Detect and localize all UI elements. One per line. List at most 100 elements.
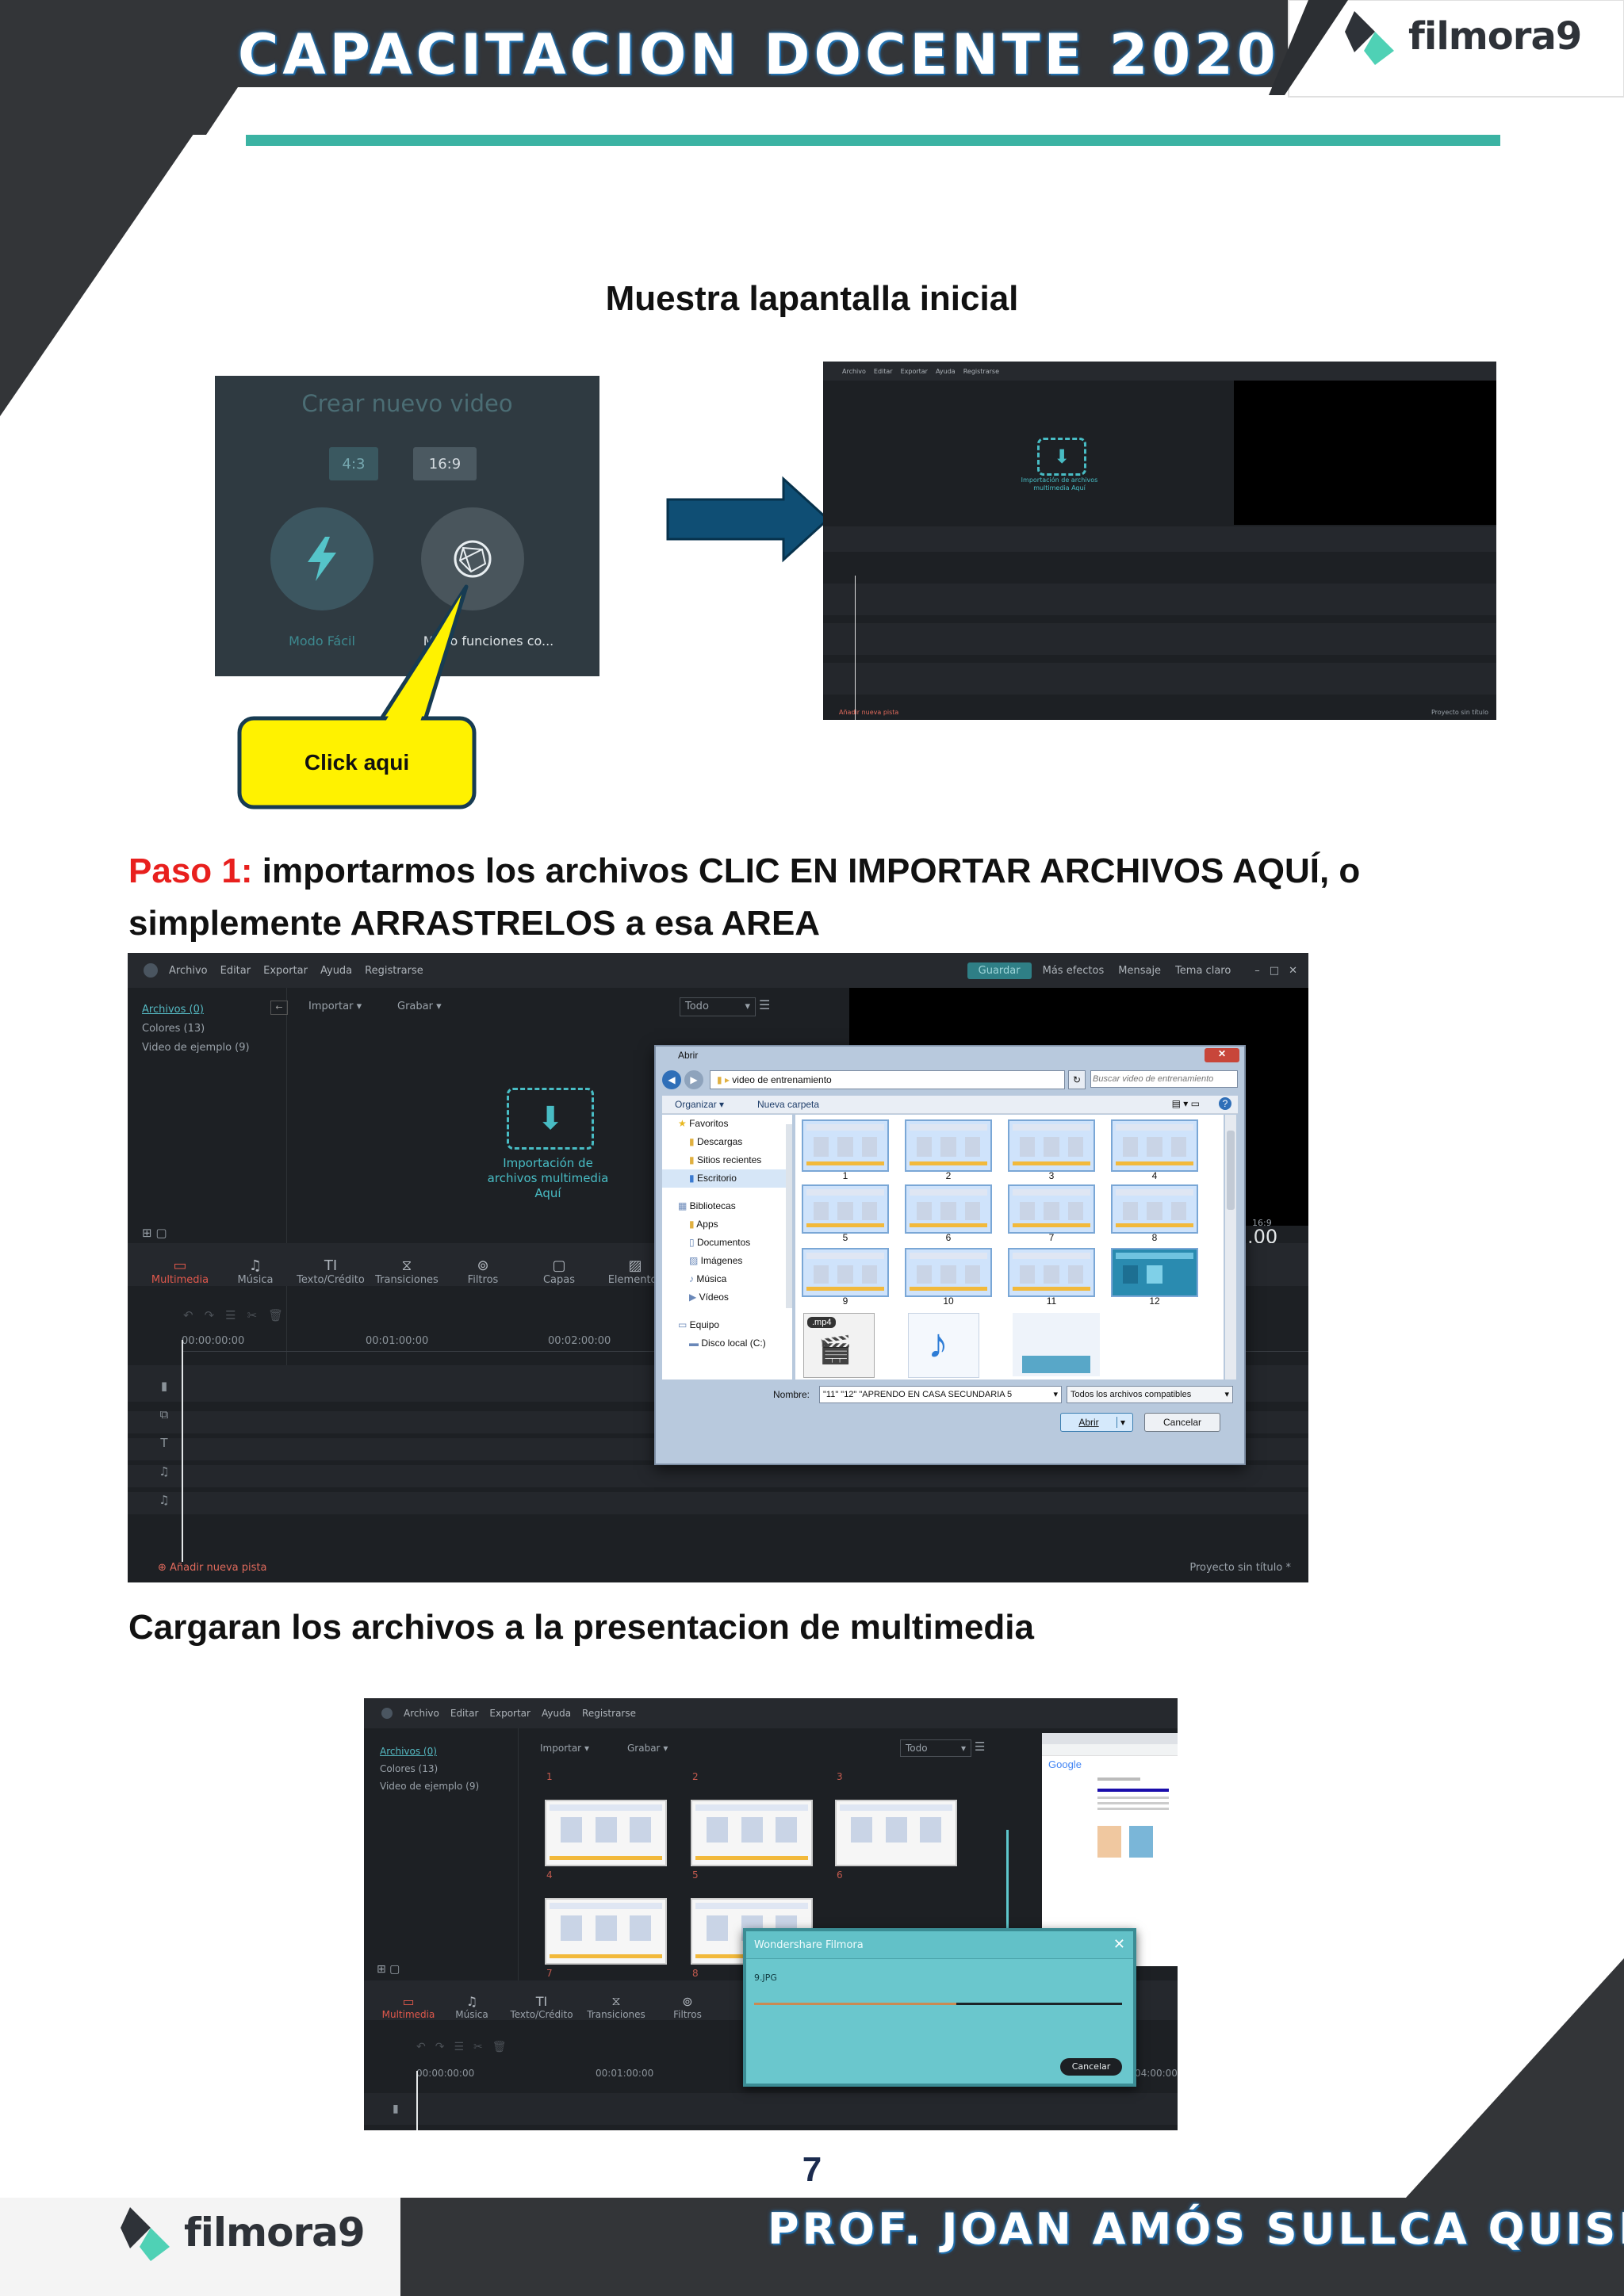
nav-scrollbar[interactable] (786, 1124, 792, 1308)
mini-menu-registrarse[interactable]: Registrarse (963, 367, 999, 375)
media-thumb-3[interactable] (835, 1800, 957, 1866)
loading-record-dropdown[interactable]: Grabar ▾ (627, 1743, 668, 1754)
audio-file-icon[interactable]: ♪ (908, 1313, 979, 1378)
progress-close-icon[interactable]: ✕ (1113, 1936, 1125, 1953)
tab-transiciones[interactable]: ⧖Transiciones (369, 1257, 445, 1286)
video-file-icon[interactable]: .mp4 🎬 (803, 1313, 875, 1378)
refresh-button[interactable]: ↻ (1068, 1070, 1086, 1089)
nav-documentos[interactable]: ▯ Documentos (662, 1234, 792, 1252)
dialog-close-button[interactable]: ✕ (1205, 1048, 1239, 1062)
library-item-archivos[interactable]: Archivos (0) (142, 1004, 204, 1016)
list-view-icon[interactable]: ☰ (759, 997, 771, 1012)
mini-add-track[interactable]: Añadir nueva pista (839, 709, 899, 716)
nav-favoritos[interactable]: ★ Favoritos (662, 1115, 792, 1133)
file-thumb-3[interactable] (1008, 1119, 1095, 1172)
tab-musica[interactable]: ♫Música (218, 1257, 293, 1286)
file-thumb-10[interactable] (905, 1248, 992, 1297)
path-field[interactable]: ▮ ▸ video de entrenamiento (710, 1070, 1065, 1089)
nav-bibliotecas[interactable]: ▦ Bibliotecas (662, 1197, 792, 1215)
nav-apps[interactable]: ▮ Apps (662, 1215, 792, 1234)
tab-capas[interactable]: ▢Capas (521, 1257, 597, 1286)
collapse-icon[interactable]: ← (270, 1001, 288, 1015)
library-item-video-ejemplo[interactable]: Video de ejemplo (9) (142, 1042, 250, 1054)
menu-editar[interactable]: Editar (220, 964, 251, 977)
playhead[interactable] (182, 1340, 183, 1562)
media-thumb-2[interactable] (691, 1800, 813, 1866)
filename-field[interactable]: "11" "12" "APRENDO EN CASA SECUNDARIA 5▾ (819, 1386, 1062, 1403)
save-button[interactable]: Guardar (967, 962, 1032, 979)
loading-menu-archivo[interactable]: Archivo (404, 1708, 439, 1719)
file-grid-scrollbar[interactable] (1225, 1115, 1236, 1380)
menu-mas-efectos[interactable]: Más efectos (1042, 964, 1105, 977)
loading-library-archivos[interactable]: Archivos (0) (380, 1746, 437, 1757)
close-icon[interactable]: ✕ (1289, 964, 1297, 977)
file-thumb-12[interactable] (1111, 1248, 1198, 1297)
minimize-icon[interactable]: – (1254, 964, 1260, 977)
nav-imagenes[interactable]: ▨ Imágenes (662, 1252, 792, 1270)
mini-menu-exportar[interactable]: Exportar (900, 367, 928, 375)
partial-thumb[interactable] (1013, 1313, 1100, 1376)
mini-import-area[interactable]: ⬇ (1037, 438, 1086, 476)
loading-menu-registrarse[interactable]: Registrarse (582, 1708, 636, 1719)
easy-mode-button[interactable] (270, 507, 373, 610)
loading-menu-editar[interactable]: Editar (450, 1708, 479, 1719)
menu-tema-claro[interactable]: Tema claro (1175, 964, 1231, 977)
file-thumb-1[interactable] (802, 1119, 889, 1172)
file-thumb-7[interactable] (1008, 1184, 1095, 1234)
menu-mensaje[interactable]: Mensaje (1118, 964, 1162, 977)
file-thumb-5[interactable] (802, 1184, 889, 1234)
loading-tab-transiciones[interactable]: ⧖Transiciones (580, 1993, 653, 2020)
maximize-icon[interactable]: □ (1269, 964, 1280, 977)
nav-musica[interactable]: ♪ Música (662, 1270, 792, 1288)
menu-registrarse[interactable]: Registrarse (365, 964, 423, 977)
cancel-button[interactable]: Cancelar (1144, 1413, 1220, 1432)
add-track-button[interactable]: ⊕ Añadir nueva pista (158, 1562, 266, 1574)
loading-tab-musica[interactable]: ♫Música (440, 1994, 504, 2020)
nav-descargas[interactable]: ▮ Descargas (662, 1133, 792, 1151)
loading-list-view-icon[interactable]: ☰ (975, 1739, 986, 1754)
full-mode-button[interactable] (421, 507, 524, 610)
mini-menu-archivo[interactable]: Archivo (842, 367, 866, 375)
file-thumb-6[interactable] (905, 1184, 992, 1234)
file-thumb-8[interactable] (1111, 1184, 1198, 1234)
nav-escritorio[interactable]: ▮ Escritorio (662, 1169, 792, 1188)
nav-disco-local[interactable]: ▬ Disco local (C:) (662, 1334, 792, 1353)
mini-menu-ayuda[interactable]: Ayuda (935, 367, 956, 375)
open-button[interactable]: Abrir▾ (1060, 1413, 1133, 1432)
menu-archivo[interactable]: Archivo (169, 964, 208, 977)
help-icon[interactable]: ? (1219, 1097, 1231, 1110)
tab-elementos[interactable]: ▨Elementos (597, 1257, 673, 1286)
nav-videos[interactable]: ▶ Vídeos (662, 1288, 792, 1307)
mini-menu-editar[interactable]: Editar (873, 367, 893, 375)
loading-add-folder-icon[interactable]: ⊞ ▢ (377, 1963, 400, 1976)
new-folder-button[interactable]: Nueva carpeta (757, 1099, 820, 1110)
media-thumb-4[interactable] (545, 1898, 667, 1965)
record-dropdown[interactable]: Grabar ▾ (397, 1001, 442, 1012)
file-thumb-4[interactable] (1111, 1119, 1198, 1172)
forward-button[interactable]: ▶ (684, 1070, 703, 1089)
loading-tab-filtros[interactable]: ⊚Filtros (653, 1994, 722, 2020)
filetype-select[interactable]: Todos los archivos compatibles▾ (1067, 1386, 1233, 1403)
loading-import-dropdown[interactable]: Importar ▾ (540, 1743, 589, 1754)
search-input[interactable] (1090, 1070, 1238, 1088)
file-thumb-9[interactable] (802, 1248, 889, 1297)
ratio-4-3-button[interactable]: 4:3 (329, 447, 378, 480)
filter-select[interactable]: Todo▾ (680, 997, 756, 1016)
nav-equipo[interactable]: ▭ Equipo (662, 1316, 792, 1334)
media-thumb-1[interactable] (545, 1800, 667, 1866)
menu-ayuda[interactable]: Ayuda (320, 964, 353, 977)
loading-filter-select[interactable]: Todo▾ (900, 1739, 971, 1757)
progress-cancel-button[interactable]: Cancelar (1060, 2058, 1122, 2076)
import-dropdown[interactable]: Importar ▾ (308, 1001, 362, 1012)
tab-filtros[interactable]: ⊚Filtros (445, 1257, 521, 1286)
add-folder-icon[interactable]: ⊞ ▢ (142, 1226, 167, 1240)
back-button[interactable]: ◀ (662, 1070, 681, 1089)
file-thumb-11[interactable] (1008, 1248, 1095, 1297)
nav-sitios-recientes[interactable]: ▮ Sitios recientes (662, 1151, 792, 1169)
loading-library-video-ejemplo[interactable]: Video de ejemplo (9) (380, 1781, 480, 1792)
view-options-icon[interactable]: ▤ ▾ ▭ (1171, 1098, 1200, 1109)
import-drop-area[interactable]: ⬇ (507, 1088, 594, 1150)
library-item-colores[interactable]: Colores (13) (142, 1023, 205, 1035)
